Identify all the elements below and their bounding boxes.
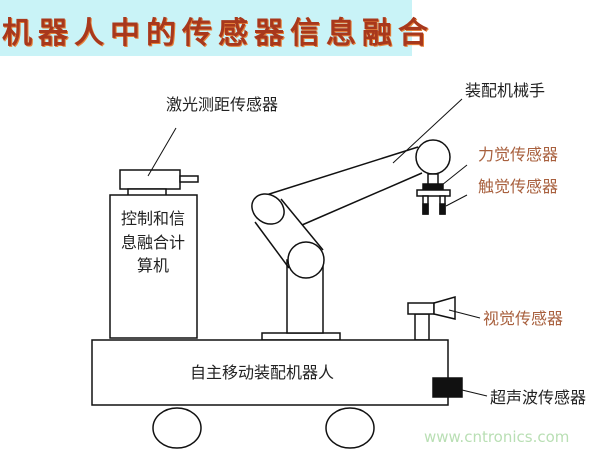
ultrasonic-sensor-label: 超声波传感器: [490, 388, 586, 407]
laser-sensor-label: 激光测距传感器: [166, 95, 278, 114]
robot-body-label: 自主移动装配机器人: [190, 363, 334, 382]
ultrasonic-sensor: [432, 377, 463, 398]
title-banner: [0, 0, 412, 56]
watermark: www.cntronics.com: [424, 428, 569, 446]
computer-label-line2: 息融合计: [121, 233, 185, 252]
vision-sensor-label: 视觉传感器: [483, 309, 563, 328]
wheel-left: [152, 407, 202, 449]
manipulator-label: 装配机械手: [465, 81, 545, 100]
mobile-robot-body: [91, 339, 449, 406]
computer-label-line3: 算机: [137, 256, 169, 275]
laser-range-sensor: [119, 127, 199, 197]
wheel-right: [325, 407, 375, 449]
diagram-title: 机器人中的传感器信息融合: [2, 16, 434, 51]
assembly-manipulator: [251, 98, 468, 341]
touch-sensor-label: 触觉传感器: [478, 177, 558, 196]
vision-sensor: [407, 296, 481, 341]
force-sensor-label: 力觉传感器: [478, 145, 558, 164]
computer-label-line1: 控制和信: [121, 209, 185, 228]
ultrasonic-leader: [461, 389, 488, 397]
fusion-computer: [109, 194, 198, 339]
